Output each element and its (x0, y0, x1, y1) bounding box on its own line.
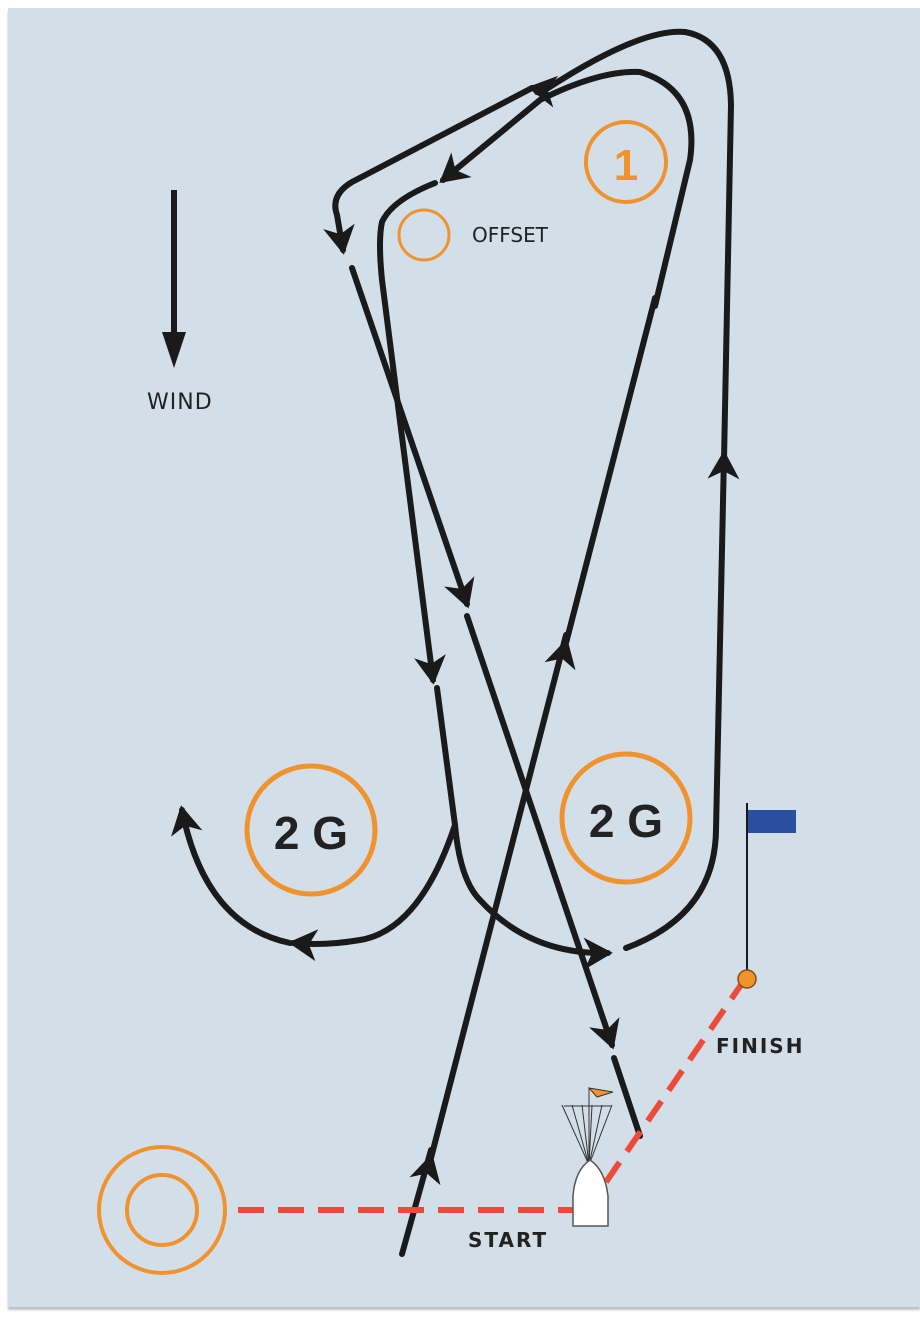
offset-label: OFFSET (472, 223, 549, 247)
wind-arrow-icon (162, 190, 186, 368)
finish-buoy-icon (737, 969, 757, 989)
course-leg-start (399, 1147, 434, 1257)
committee-boat-icon (561, 1087, 614, 1227)
course-leg-upwind-1 (409, 632, 569, 1186)
finish-label: FINISH (716, 1034, 804, 1058)
course-leg-to-finish (464, 613, 620, 1050)
course-leg-upwind-1b (544, 295, 658, 671)
gate-left-label: 2 G (274, 807, 348, 859)
gate-right-mark-icon (559, 751, 693, 885)
course-leg-outer-top (323, 85, 535, 255)
course-leg-downwind-inner (377, 180, 446, 685)
course-leg-upwind-2 (623, 450, 740, 951)
offset-mark-icon (397, 208, 451, 262)
finish-line (603, 977, 748, 1184)
course-gate-left-exit (171, 805, 293, 946)
course-rounding-inner (439, 68, 695, 309)
start-label: START (468, 1228, 548, 1252)
course-leg-final (611, 1055, 643, 1139)
course-leg-downwind-outer (349, 265, 475, 609)
gate-left-mark-icon (244, 763, 378, 897)
gate-right-label: 2 G (589, 795, 663, 847)
finish-flag-icon (746, 803, 796, 975)
pin-end-mark-icon (97, 1145, 227, 1275)
course-gate-right-rounding (452, 822, 613, 970)
mark-1-icon (584, 120, 668, 204)
course-rounding-outer (534, 28, 734, 463)
wind-label: WIND (147, 390, 213, 415)
course-gate-left-rounding (288, 685, 458, 962)
diagram-background (8, 8, 920, 1307)
mark-1-label: 1 (614, 141, 638, 190)
